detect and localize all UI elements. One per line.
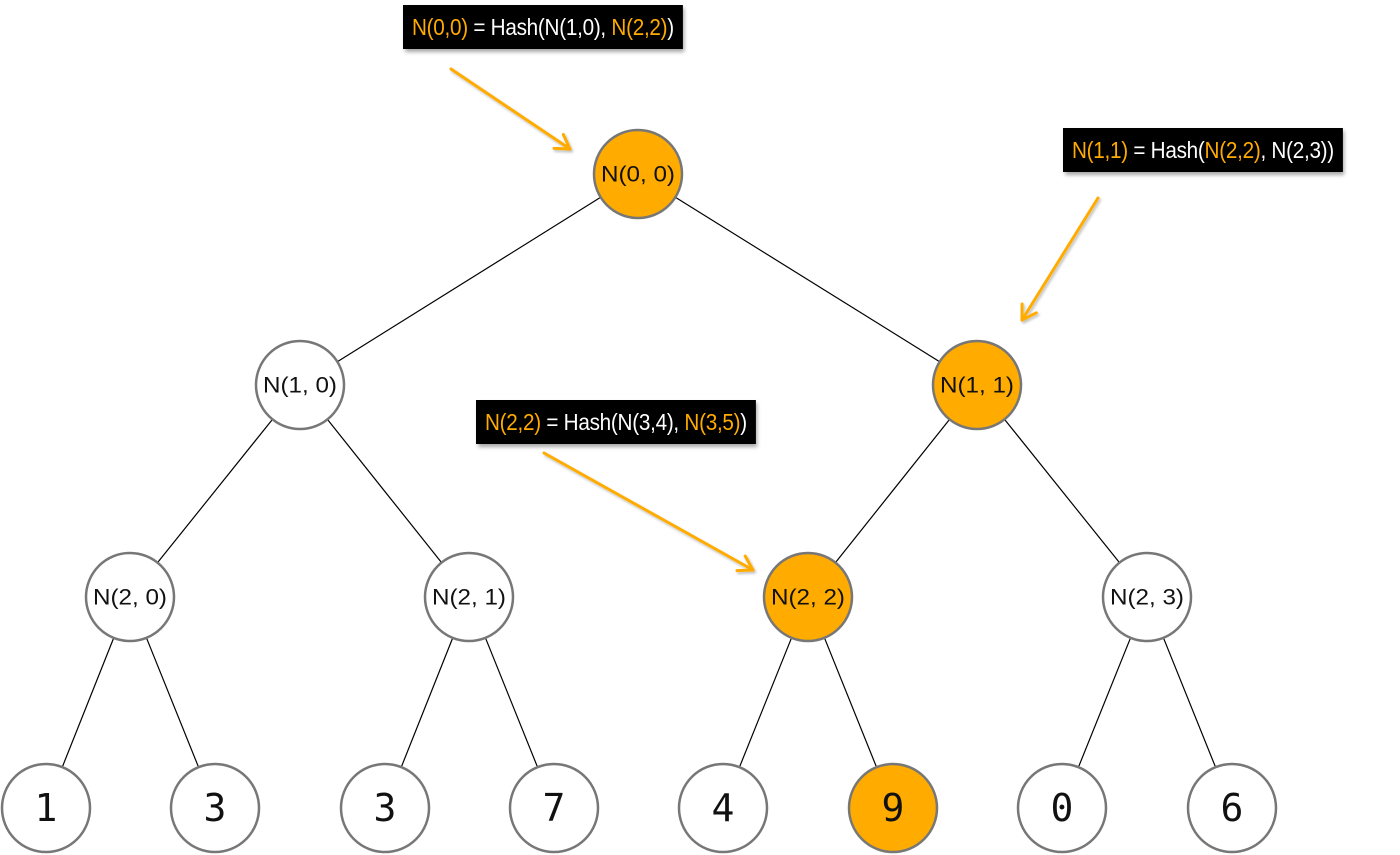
callout-part: N(3,5)	[684, 409, 741, 435]
callout-part: N(1,1)	[1072, 137, 1128, 163]
node-label: N(2, 1)	[432, 585, 506, 610]
node-label: 9	[882, 786, 905, 830]
callout-part: )	[740, 409, 747, 435]
tree-edge	[337, 196, 601, 363]
node-label: N(1, 0)	[263, 373, 337, 398]
node-circle	[254, 339, 346, 431]
leaf-node: 3	[339, 762, 431, 854]
callout-root-hash: N(0,0) = Hash(N(1,0), N(2,2))	[403, 5, 683, 49]
node-label: 3	[374, 786, 397, 830]
node-circle	[931, 339, 1023, 431]
node-circle	[592, 128, 684, 220]
tree-edge	[1077, 637, 1132, 768]
hash-node: N(0, 0)	[592, 128, 684, 220]
node-label: 6	[1221, 786, 1244, 830]
node-circle	[0, 762, 92, 854]
node-circle	[84, 551, 176, 643]
node-label: 7	[543, 786, 566, 830]
callout-arrow	[449, 67, 572, 151]
tree-edge	[834, 419, 951, 563]
node-circle	[423, 551, 515, 643]
hash-node: N(2, 0)	[84, 551, 176, 643]
node-label: 0	[1051, 786, 1074, 830]
node-circle	[677, 762, 769, 854]
node-label: N(1, 1)	[940, 373, 1014, 398]
callout-arrow	[1020, 196, 1100, 322]
callout-arrows	[449, 67, 1100, 573]
callout-part: N(2,2)	[1204, 137, 1261, 163]
leaf-node: 4	[677, 762, 769, 854]
hash-node: N(1, 1)	[931, 339, 1023, 431]
leaf-node: 3	[169, 762, 261, 854]
node-label: 4	[712, 786, 735, 830]
callout-part: = Hash(N(1,0),	[467, 14, 612, 40]
leaf-node: 0	[1016, 762, 1108, 854]
tree-edge	[484, 637, 539, 768]
tree-edge	[157, 418, 273, 564]
leaf-node: 7	[508, 762, 600, 854]
tree-edge	[326, 419, 443, 563]
node-label: N(2, 0)	[93, 585, 167, 610]
tree-edge	[400, 637, 454, 768]
node-circle	[762, 551, 854, 643]
callout-part: = Hash(	[1127, 137, 1205, 163]
leaf-node: 1	[0, 762, 92, 854]
callout-part: N(2,2)	[485, 409, 541, 435]
hash-node: N(2, 3)	[1101, 551, 1193, 643]
node-label: 1	[35, 786, 58, 830]
node-circle	[339, 762, 431, 854]
node-label: N(0, 0)	[601, 162, 675, 187]
tree-nodes: N(0, 0) N(1, 0) N(1, 1) N(2, 0) N(2, 1) N(2, …	[0, 128, 1278, 854]
callout-part: N(0,0)	[412, 14, 468, 40]
node-label: 3	[204, 786, 227, 830]
node-circle	[847, 762, 939, 854]
tree-edge	[61, 637, 115, 768]
tree-edge	[1004, 418, 1120, 564]
leaf-node: 6	[1186, 762, 1278, 854]
callout-n11-hash: N(1,1) = Hash(N(2,2), N(2,3))	[1063, 128, 1343, 172]
hash-node: N(1, 0)	[254, 339, 346, 431]
node-label: N(2, 2)	[771, 585, 845, 610]
hash-node: N(2, 2)	[762, 551, 854, 643]
tree-edge	[1162, 637, 1217, 768]
leaf-node: 9	[847, 762, 939, 854]
node-label: N(2, 3)	[1110, 585, 1184, 610]
tree-edge	[145, 637, 200, 768]
tree-edge	[675, 196, 940, 363]
node-circle	[1016, 762, 1108, 854]
node-circle	[1101, 551, 1193, 643]
callout-part: N(2,2)	[611, 14, 668, 40]
tree-edges	[61, 196, 1217, 768]
callout-part: = Hash(N(3,4),	[540, 409, 685, 435]
tree-edge	[823, 637, 878, 768]
node-circle	[508, 762, 600, 854]
node-circle	[1186, 762, 1278, 854]
callout-part: , N(2,3))	[1260, 137, 1334, 163]
callout-arrow	[542, 451, 755, 573]
hash-node: N(2, 1)	[423, 551, 515, 643]
callout-part: )	[667, 14, 674, 40]
node-circle	[169, 762, 261, 854]
tree-edge	[738, 637, 793, 768]
callout-n22-hash: N(2,2) = Hash(N(3,4), N(3,5))	[476, 400, 756, 444]
